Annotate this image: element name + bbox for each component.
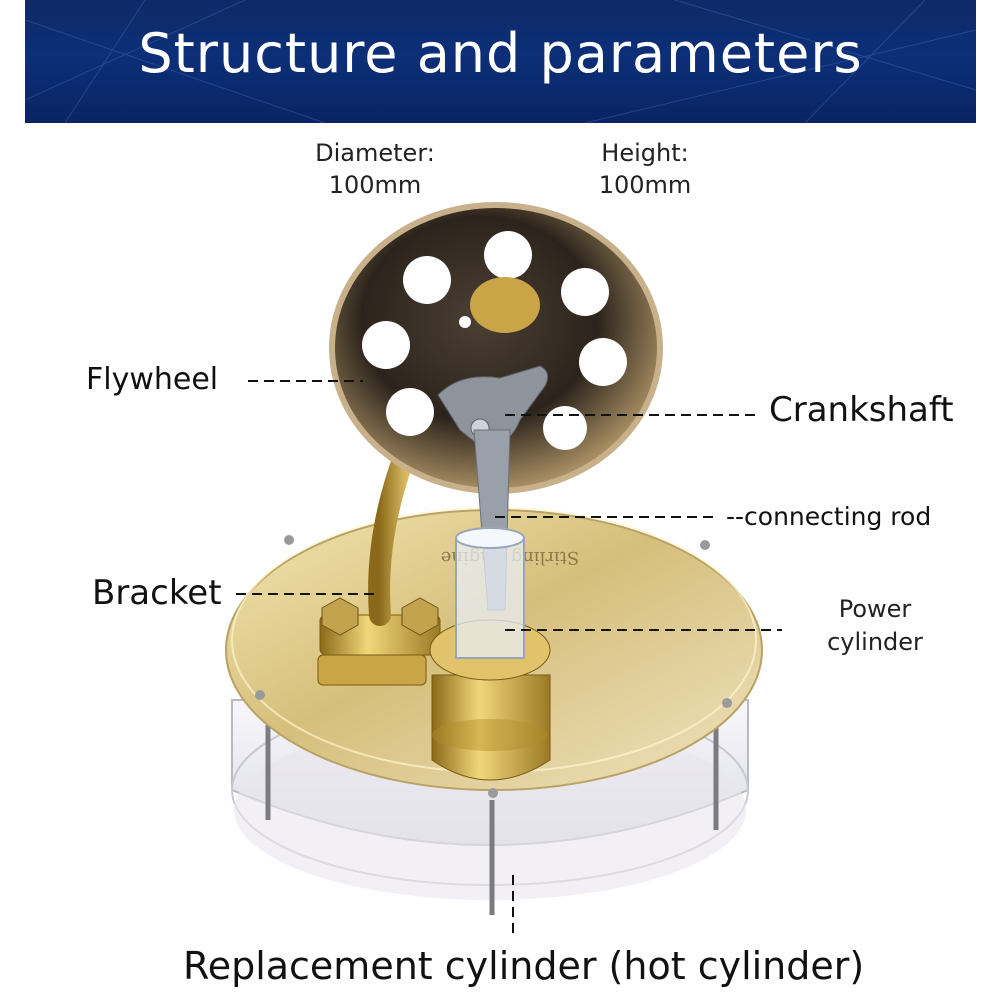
- standoff-posts: [265, 715, 719, 915]
- crankshaft-label: Crankshaft: [769, 390, 954, 430]
- power-cylinder: [429, 527, 551, 781]
- diameter-value: 100mm: [328, 171, 422, 199]
- flywheel: [329, 202, 663, 494]
- page-title: Structure and parameters: [138, 22, 863, 85]
- power-cylinder-line1: Power: [838, 595, 912, 623]
- bracket-base: [317, 597, 441, 686]
- leader-lines: [236, 380, 782, 935]
- bracket-label: Bracket: [92, 573, 222, 613]
- height-label: Height:: [601, 139, 689, 167]
- diameter-label: Diameter:: [315, 139, 435, 167]
- connecting-rod-label: --connecting rod: [726, 502, 932, 531]
- flywheel-label: Flywheel: [86, 362, 219, 397]
- replacement-cylinder-label: Replacement cylinder (hot cylinder): [183, 944, 865, 988]
- title-banner: Structure and parameters: [25, 0, 976, 123]
- height-value: 100mm: [598, 171, 692, 199]
- banner-pattern: [25, 0, 976, 123]
- power-cylinder-label: Power cylinder: [810, 593, 940, 659]
- height-spec: Height: 100mm: [580, 137, 710, 201]
- diameter-spec: Diameter: 100mm: [300, 137, 450, 201]
- power-cylinder-line2: cylinder: [827, 628, 923, 656]
